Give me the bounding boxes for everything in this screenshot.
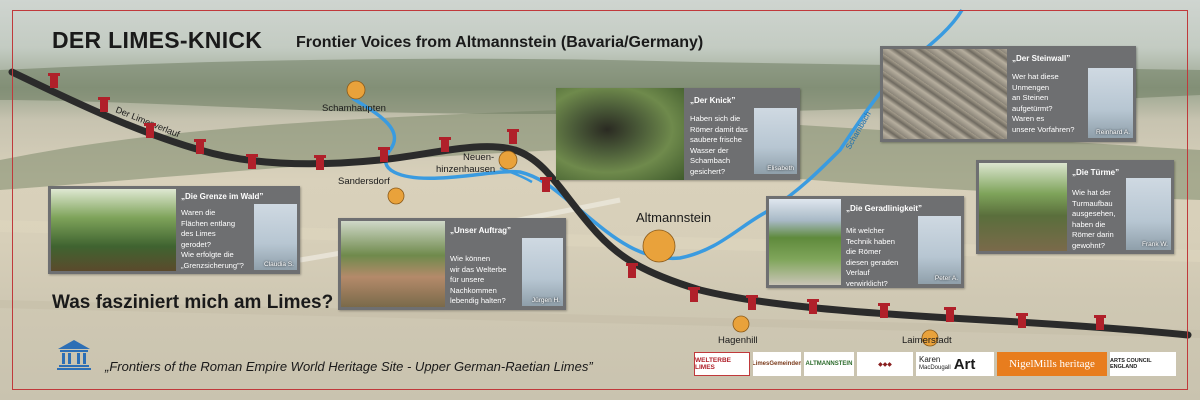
question-heading: Was fasziniert mich am Limes? (52, 292, 334, 313)
portrait-elisabeth: Elisabeth (754, 108, 797, 174)
village-dot-icon (387, 187, 405, 205)
card-title: „Der Knick” (690, 96, 736, 105)
watchtower-icon (98, 97, 110, 112)
village-dot-icon (921, 329, 939, 347)
village-dot-icon (732, 315, 750, 333)
watchtower-icon (144, 123, 156, 138)
logo-limesgemeinden[interactable]: LimesGemeinden (753, 352, 801, 376)
card-title: „Die Türme” (1072, 168, 1120, 177)
watchtower-icon (439, 137, 451, 152)
poster-title: DER LIMES-KNICK (52, 27, 263, 53)
person-name: Reinhard A. (1096, 129, 1130, 136)
place-schamhaupten: Schamhaupten (322, 103, 386, 114)
place-neuenhinzenhausen-2: hinzenhausen (436, 164, 496, 175)
unesco-temple-icon (57, 340, 91, 370)
watchtower-icon (746, 295, 758, 310)
footer-caption: „Frontiers of the Roman Empire World Her… (105, 359, 593, 374)
partner-icon: ◆◆◆ (878, 361, 892, 368)
watchtower-icon (688, 287, 700, 302)
logo-altmannstein[interactable]: ALTMANNSTEIN (804, 352, 854, 376)
card-title: „Unser Auftrag” (450, 226, 512, 235)
place-neuenhinzenhausen-1: Neuen- (463, 152, 495, 163)
forest-photo (51, 189, 176, 271)
place-hagenhill: Hagenhill (718, 335, 758, 346)
tower-photo (979, 163, 1067, 251)
person-name: Jürgen H. (531, 297, 560, 304)
portrait-claudia: Claudia S. (254, 204, 297, 270)
field-stripe (0, 300, 1200, 338)
watchtower-icon (48, 73, 60, 88)
watchtower-icon (378, 147, 390, 162)
card-title: „Die Grenze im Wald” (181, 192, 264, 201)
watchtower-icon (194, 139, 206, 154)
river-tributary (499, 166, 533, 184)
watchtower-icon (1016, 313, 1028, 328)
card-title: „Der Steinwall” (1012, 54, 1071, 63)
watchtower-icon (314, 155, 326, 170)
logo-welterbe-limes[interactable]: WELTERBE LIMES (694, 352, 750, 376)
watchtower-group (48, 73, 1106, 330)
watchtower-icon (246, 154, 258, 169)
watchtower-icon (540, 177, 552, 192)
person-name: Peter A. (934, 275, 958, 282)
watchtower-icon (1094, 315, 1106, 330)
watchtower-icon (507, 129, 519, 144)
portrait-reinhard: Reinhard A. (1088, 68, 1133, 138)
village-dot-icon (498, 150, 518, 170)
person-name: Frank W. (1141, 241, 1168, 248)
signboard-photo (341, 221, 445, 307)
watchtower-icon (944, 307, 956, 322)
watchtower-icon (626, 263, 638, 278)
watchtower-icon (807, 299, 819, 314)
village-dot-icon (642, 229, 676, 263)
watchtower-icon (878, 303, 890, 318)
stonewall-photo (883, 49, 1007, 139)
place-laimerstadt: Laimerstadt (902, 335, 952, 346)
poster-subtitle: Frontier Voices from Altmannstein (Bavar… (296, 34, 704, 51)
portrait-juergen: Jürgen H. (522, 238, 563, 306)
portrait-peter: Peter A. (918, 216, 961, 284)
village-dot-icon (346, 80, 366, 100)
portrait-frank: Frank W. (1126, 178, 1171, 250)
logo-nigel-mills-heritage[interactable]: NigelMills heritage (997, 352, 1107, 376)
person-name: Claudia S. (264, 261, 294, 268)
logo-arts-council[interactable]: ARTS COUNCIL ENGLAND (1110, 352, 1176, 376)
place-sandersdorf: Sandersdorf (338, 176, 390, 187)
village-group (346, 80, 939, 347)
logo-partner-small: ◆◆◆ (857, 352, 913, 376)
knick-photo (556, 88, 684, 180)
road-photo (769, 199, 841, 285)
person-name: Elisabeth (767, 165, 794, 172)
place-altmannstein: Altmannstein (636, 210, 712, 225)
card-title: „Die Geradlinigkeit” (846, 204, 923, 213)
